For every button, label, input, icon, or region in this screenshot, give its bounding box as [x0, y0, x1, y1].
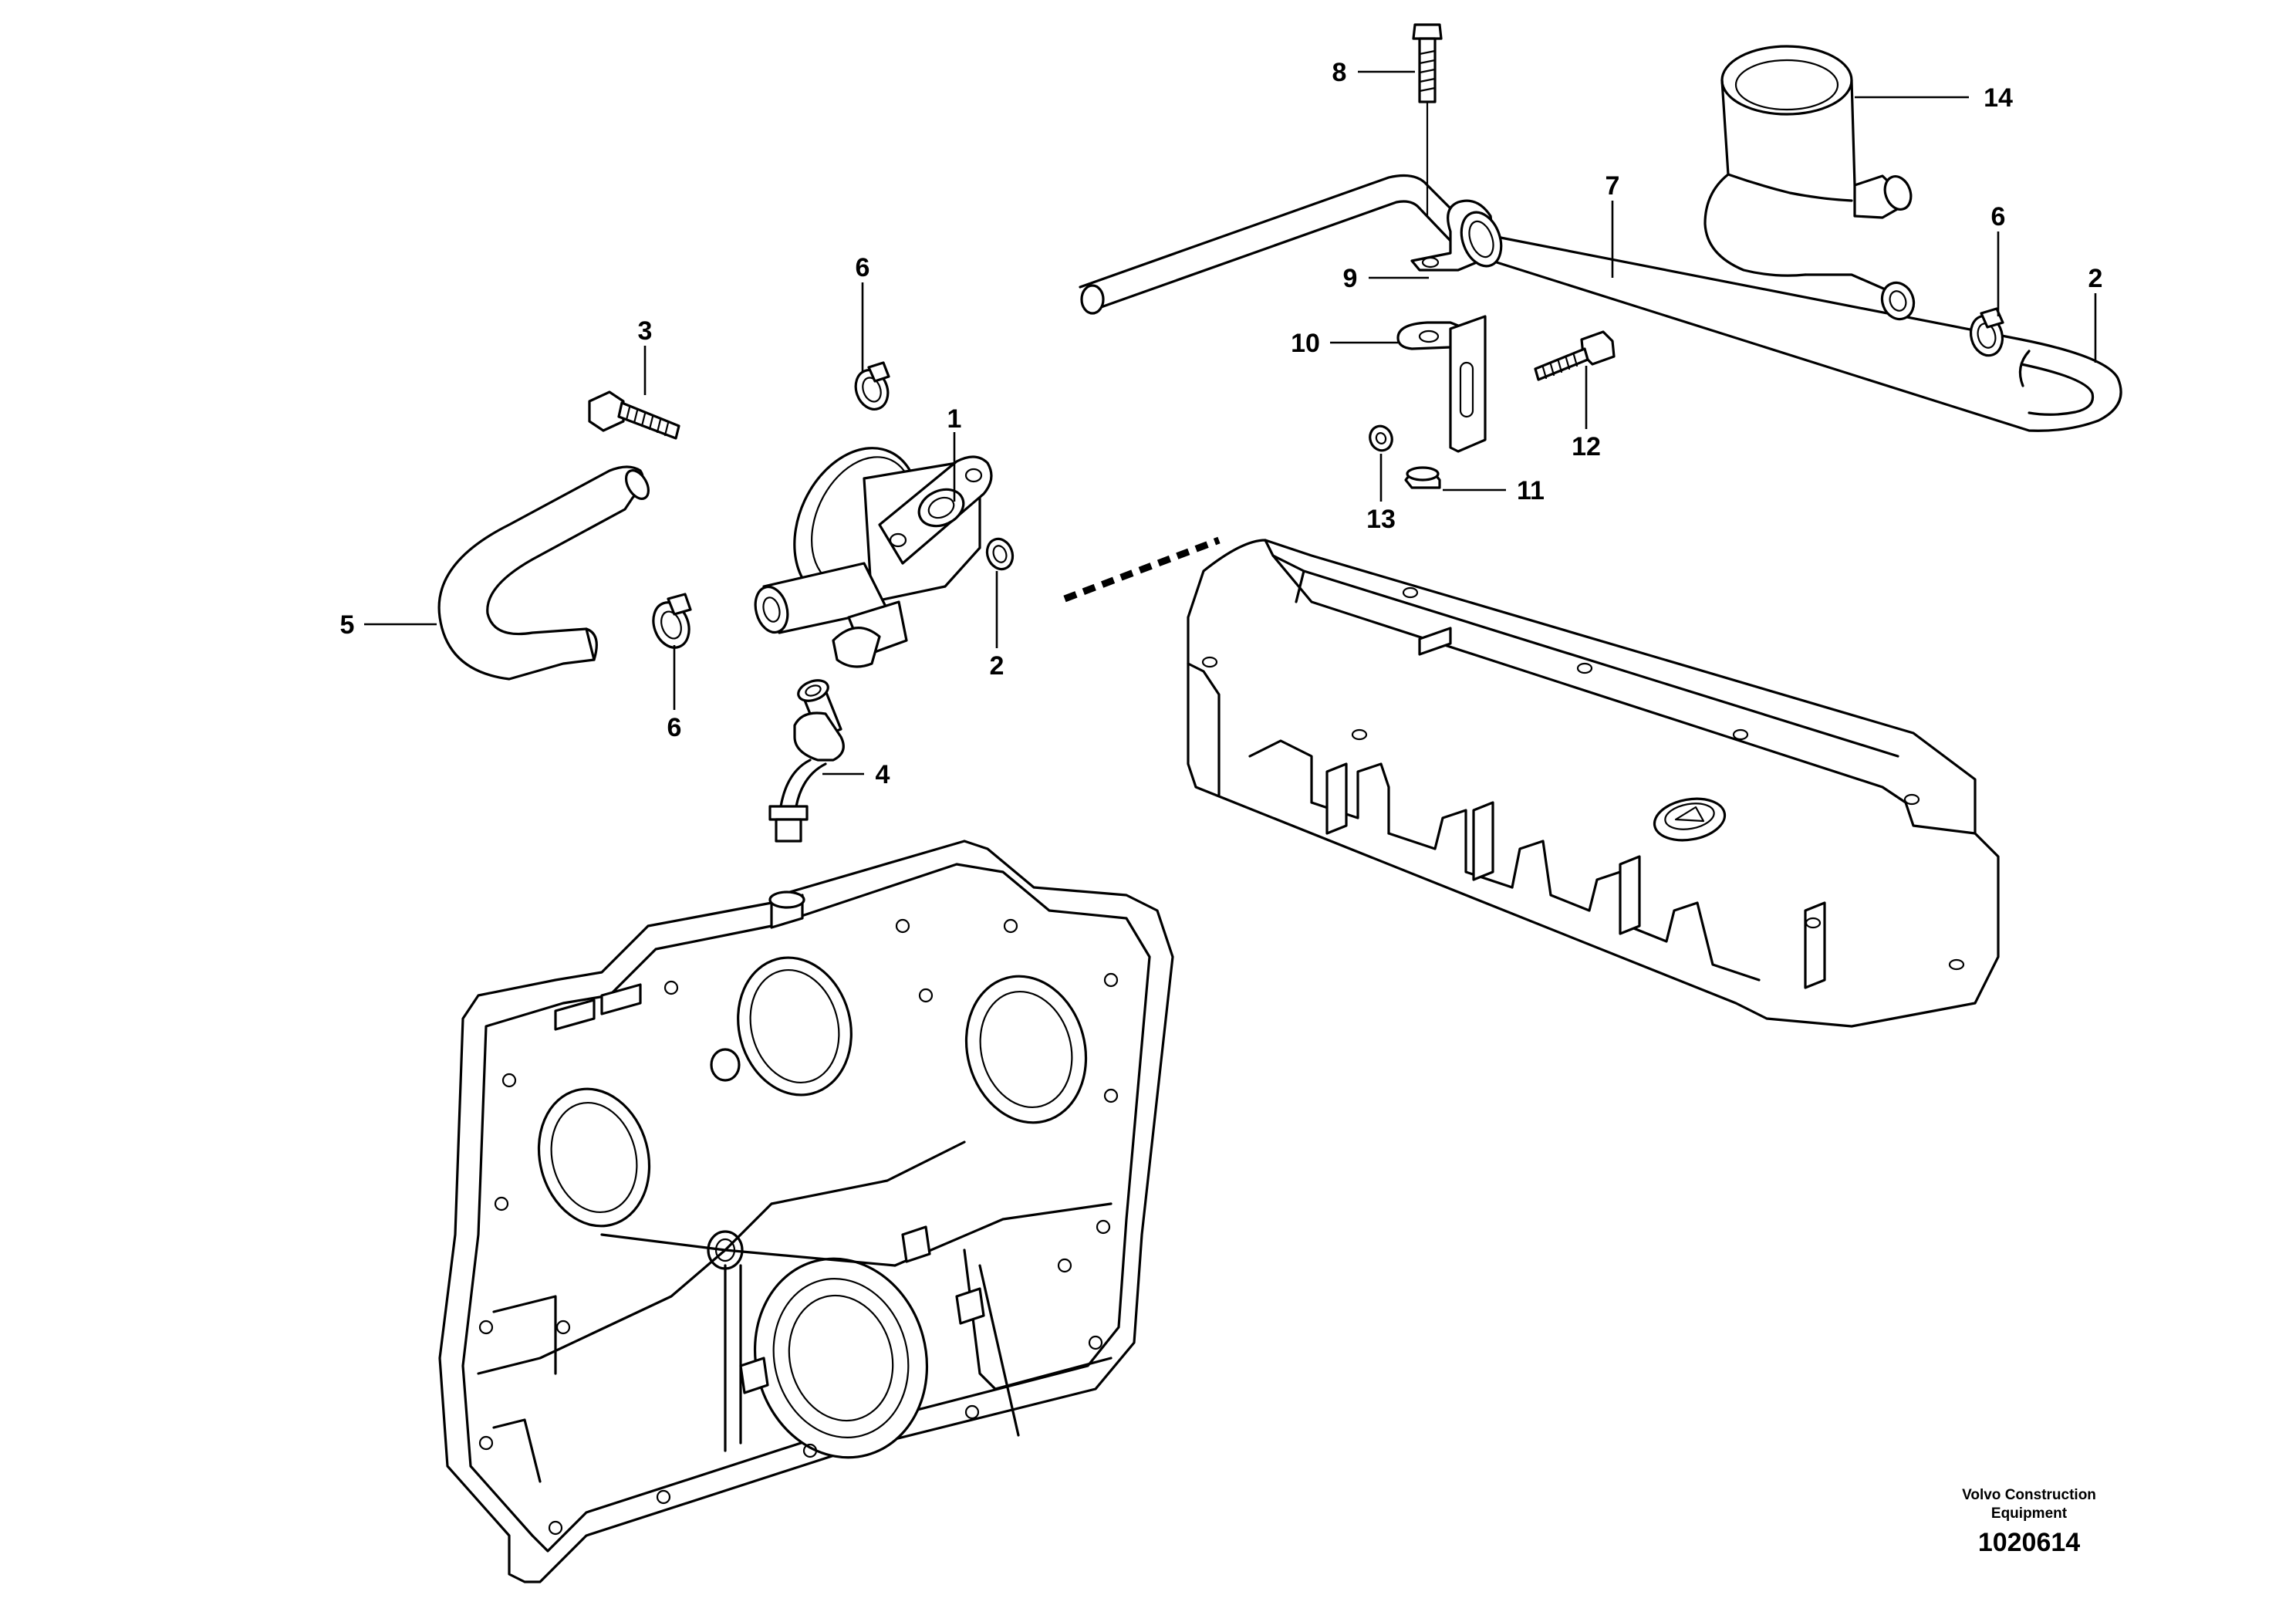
washer-13 — [1369, 424, 1393, 452]
callout-2-hose: 2 — [2088, 264, 2103, 293]
leader-lines — [364, 70, 2097, 776]
callout-6-lower: 6 — [667, 713, 682, 742]
pipe-connector-14 — [1703, 45, 1916, 321]
hose-clamp-6-right — [1969, 307, 2004, 357]
callout-6-upper: 6 — [856, 253, 870, 282]
assembly-dashed-line — [1063, 536, 1221, 603]
ventilation-hose-7 — [1079, 174, 2122, 432]
nut-11 — [1404, 466, 1441, 489]
drawing-number: 1020614 — [1977, 1528, 2081, 1557]
hose-5 — [437, 465, 650, 681]
callout-13: 13 — [1366, 505, 1396, 534]
bolt-3 — [588, 390, 680, 440]
bolt-12 — [1534, 330, 1616, 381]
callout-5: 5 — [340, 610, 355, 640]
breather-housing-1 — [754, 447, 993, 668]
callout-10: 10 — [1291, 329, 1320, 358]
hose-clamp-6-upper — [854, 361, 890, 411]
callout-2-housing: 2 — [990, 651, 1004, 681]
callout-6-right: 6 — [1991, 202, 2006, 231]
o-ring-2 — [985, 537, 1015, 571]
hose-clip-9 — [1410, 199, 1503, 272]
casing-bolt-holes — [478, 918, 1119, 1536]
callout-9: 9 — [1343, 264, 1358, 293]
bracket-10 — [1396, 315, 1487, 453]
callout-labels: 1 2 3 4 5 6 6 6 7 8 9 10 11 12 13 14 2 — [340, 58, 2103, 789]
callout-1: 1 — [947, 404, 962, 434]
callout-3: 3 — [638, 316, 653, 346]
publisher-line-1: Volvo Construction — [1962, 1487, 2096, 1503]
callout-12: 12 — [1572, 432, 1601, 461]
callout-11: 11 — [1517, 476, 1545, 505]
valve-cover — [1187, 539, 2000, 1028]
callout-7: 7 — [1606, 171, 1620, 201]
callout-8: 8 — [1332, 58, 1347, 87]
publisher-line-2: Equipment — [1990, 1505, 2068, 1522]
hose-clamp-6-lower — [652, 593, 692, 649]
bolt-8 — [1412, 23, 1443, 218]
callout-4: 4 — [876, 760, 890, 789]
pipe-4 — [768, 679, 845, 843]
callout-14: 14 — [1984, 83, 2013, 113]
publisher-name: Volvo Construction Equipment — [1859, 1486, 2199, 1523]
timing-gear-casing — [438, 840, 1174, 1583]
